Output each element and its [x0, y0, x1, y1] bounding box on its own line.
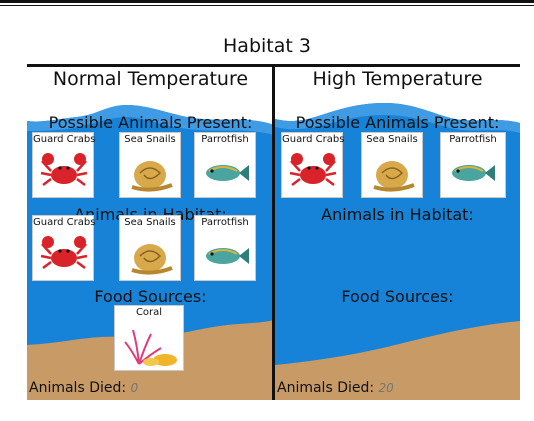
animal-card-guard-crabs[interactable]: Guard Crabs — [281, 132, 343, 198]
animal-card-sea-snails[interactable]: Sea Snails — [361, 132, 423, 198]
animal-card-sea-snails[interactable]: Sea Snails — [119, 132, 181, 198]
column-divider — [272, 64, 275, 400]
crab-icon — [288, 151, 338, 193]
animal-name: Parrotfish — [195, 217, 255, 228]
animal-name: Sea Snails — [120, 217, 180, 228]
animal-name: Sea Snails — [120, 134, 180, 145]
crab-icon — [39, 234, 89, 276]
habitat-card-guard-crabs[interactable]: Guard Crabs — [32, 215, 94, 281]
animal-name: Guard Crabs — [33, 217, 93, 228]
crab-icon — [39, 151, 89, 193]
animal-card-parrotfish[interactable]: Parrotfish — [194, 132, 256, 198]
habitat-card-sea-snails[interactable]: Sea Snails — [119, 215, 181, 281]
parrotfish-icon — [447, 151, 497, 193]
animal-card-guard-crabs[interactable]: Guard Crabs — [32, 132, 94, 198]
animal-name: Guard Crabs — [33, 134, 93, 145]
high-temperature-panel: High Temperature Possible Animals Presen… — [275, 65, 520, 400]
animals-in-habitat-label: Animals in Habitat: — [275, 205, 520, 224]
top-border — [0, 0, 534, 3]
snail-icon — [368, 151, 418, 193]
possible-animals-label: Possible Animals Present: — [275, 113, 520, 132]
snail-icon — [126, 151, 176, 193]
food-card-coral[interactable]: Coral — [114, 305, 184, 371]
column-title: High Temperature — [275, 68, 520, 90]
habitat-card-parrotfish[interactable]: Parrotfish — [194, 215, 256, 281]
food-name: Coral — [115, 307, 183, 318]
animal-name: Sea Snails — [362, 134, 422, 145]
normal-temperature-panel: Normal Temperature Possible Animals Pres… — [27, 65, 274, 400]
animal-name: Parrotfish — [441, 134, 505, 145]
habitat-title: Habitat 3 — [0, 35, 534, 57]
coral-icon — [121, 324, 179, 366]
food-sources-label: Food Sources: — [275, 287, 520, 306]
parrotfish-icon — [201, 151, 251, 193]
animals-died-count: 20 — [379, 381, 394, 395]
top-border-thin — [0, 5, 534, 6]
food-sources-label: Food Sources: — [27, 287, 274, 306]
possible-animals-label: Possible Animals Present: — [27, 113, 274, 132]
animal-card-parrotfish[interactable]: Parrotfish — [440, 132, 506, 198]
animals-died-count: 0 — [131, 381, 139, 395]
animals-died: Animals Died: 0 — [29, 380, 138, 396]
animal-name: Guard Crabs — [282, 134, 342, 145]
parrotfish-icon — [201, 234, 251, 276]
animals-died-label: Animals Died: — [277, 380, 374, 396]
column-title: Normal Temperature — [27, 68, 274, 90]
animals-died: Animals Died: 20 — [277, 380, 394, 396]
animal-name: Parrotfish — [195, 134, 255, 145]
snail-icon — [126, 234, 176, 276]
animals-died-label: Animals Died: — [29, 380, 126, 396]
